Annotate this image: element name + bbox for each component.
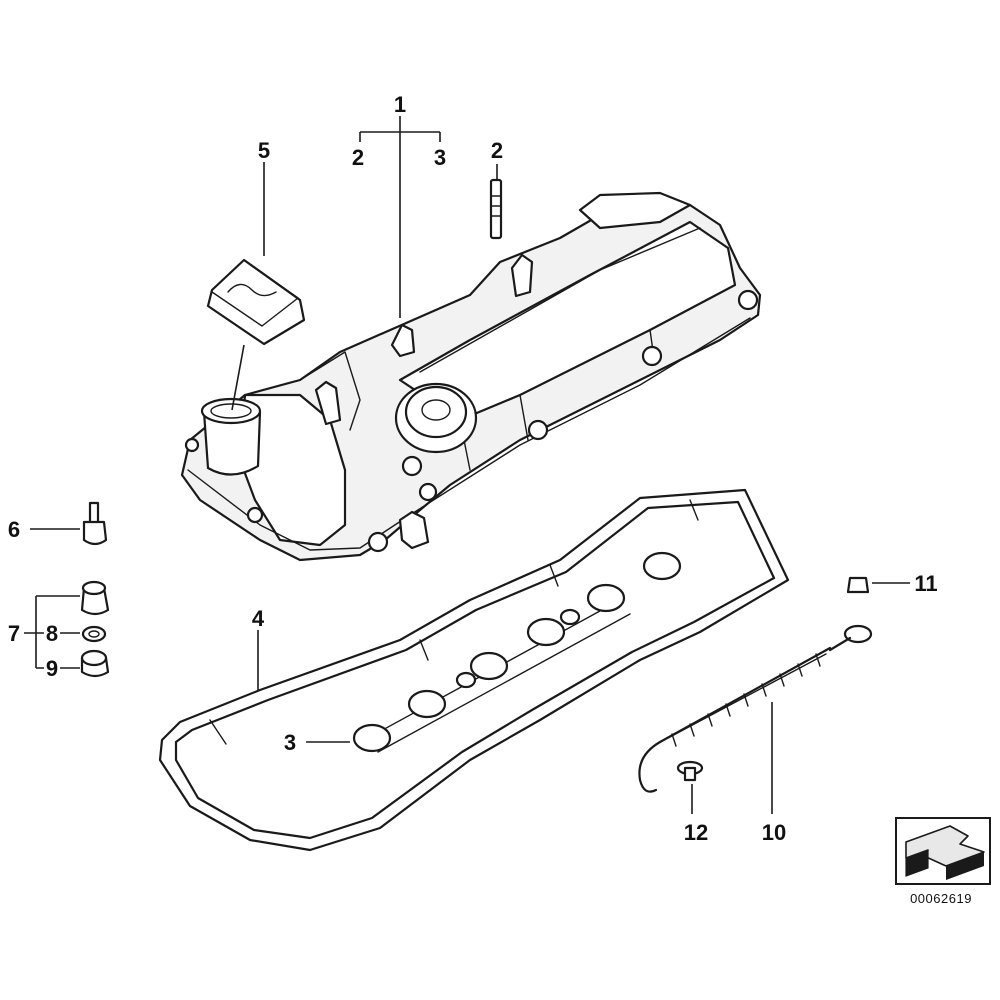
oil-filler-cap [206,258,306,411]
plug-part-7 [80,580,110,616]
plug-well-seals [352,551,682,753]
leader-lines [24,116,910,814]
callout-2-right: 2 [491,138,503,163]
callout-3-top: 3 [434,145,446,170]
callout-2-left: 2 [352,145,364,170]
seal-ring-part-8 [81,625,107,643]
ground-cable [638,624,873,793]
valve-cover [180,191,762,562]
callout-8: 8 [46,621,58,646]
stud-bolt [489,178,503,240]
nut-part-11 [846,576,870,594]
callout-12: 12 [684,820,708,845]
callout-6: 6 [8,517,20,542]
callout-5: 5 [258,138,270,163]
breather-cap [394,382,478,454]
plug-part-9 [80,649,110,678]
bolt-part-6 [82,501,108,546]
callout-1: 1 [394,92,406,117]
callout-4: 4 [252,606,265,631]
oil-filler-neck [200,397,262,476]
bolt-part-12 [676,760,704,782]
callout-10: 10 [762,820,786,845]
reference-number: 00062619 [910,891,972,906]
callout-3-bottom: 3 [284,730,296,755]
callout-7: 7 [8,621,20,646]
callout-9: 9 [46,656,58,681]
callout-11: 11 [914,571,937,596]
callout-labels: 1 2 3 2 5 6 7 8 9 4 3 11 12 10 [8,92,938,845]
arrow-direction-icon [895,817,991,885]
